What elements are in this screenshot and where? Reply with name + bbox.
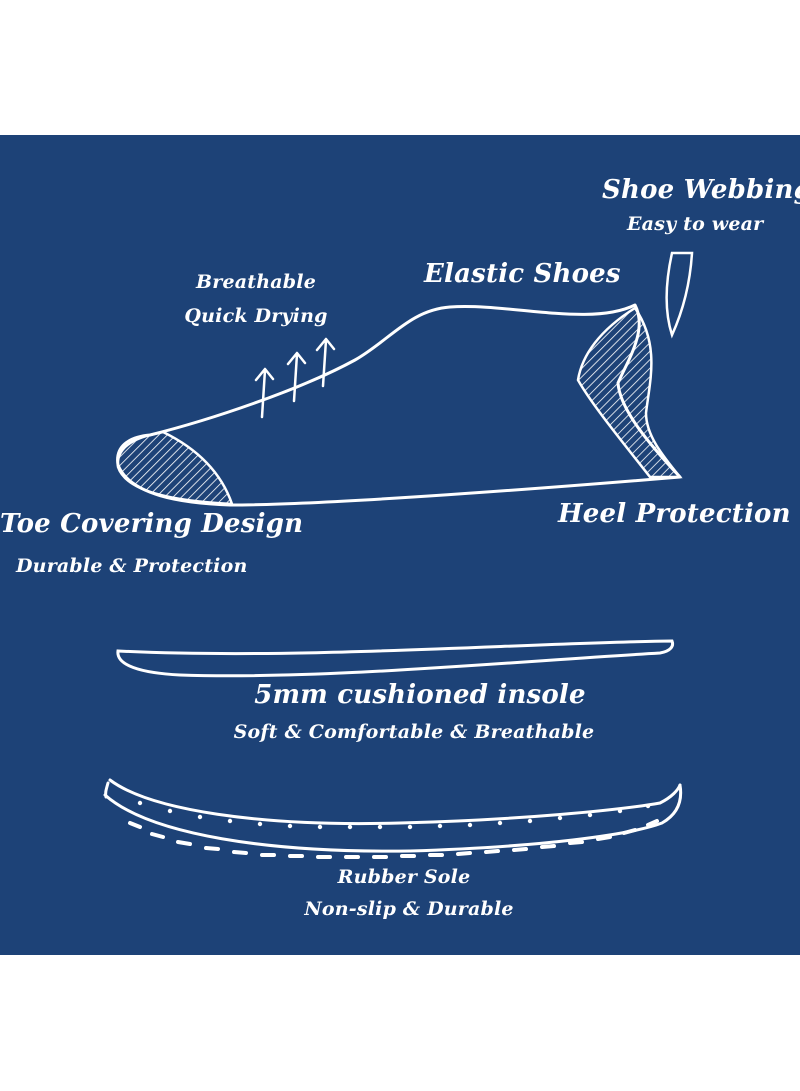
insole-shape [116, 639, 675, 678]
toe-covering-title: Toe Covering Design [0, 509, 304, 539]
feature-diagram-panel: Shoe Webbing Easy to wear Elastic Shoes … [0, 135, 800, 955]
toe-cap-hatch [116, 430, 234, 506]
sole-tread [128, 819, 659, 859]
webbing-tab [665, 251, 694, 339]
shoe-illustration [103, 251, 694, 859]
rubber-sole-title: Rubber Sole [337, 866, 471, 888]
rubber-sole-shape [103, 778, 683, 853]
heel-hatch [576, 306, 683, 479]
elastic-shoes-title: Elastic Shoes [424, 259, 621, 289]
heel-protection-title: Heel Protection [558, 499, 791, 529]
breathable-arrows [254, 337, 336, 419]
breathable-line1: Breathable [196, 271, 316, 293]
sole-dots [137, 800, 651, 830]
rubber-sole-subtitle: Non-slip & Durable [304, 898, 514, 920]
insole-subtitle: Soft & Comfortable & Breathable [233, 721, 595, 743]
shoe-webbing-title: Shoe Webbing [602, 175, 800, 205]
shoe-webbing-subtitle: Easy to wear [627, 213, 764, 235]
breathable-line2: Quick Drying [184, 305, 328, 327]
insole-title: 5mm cushioned insole [254, 680, 586, 710]
toe-covering-subtitle: Durable & Protection [16, 555, 248, 577]
